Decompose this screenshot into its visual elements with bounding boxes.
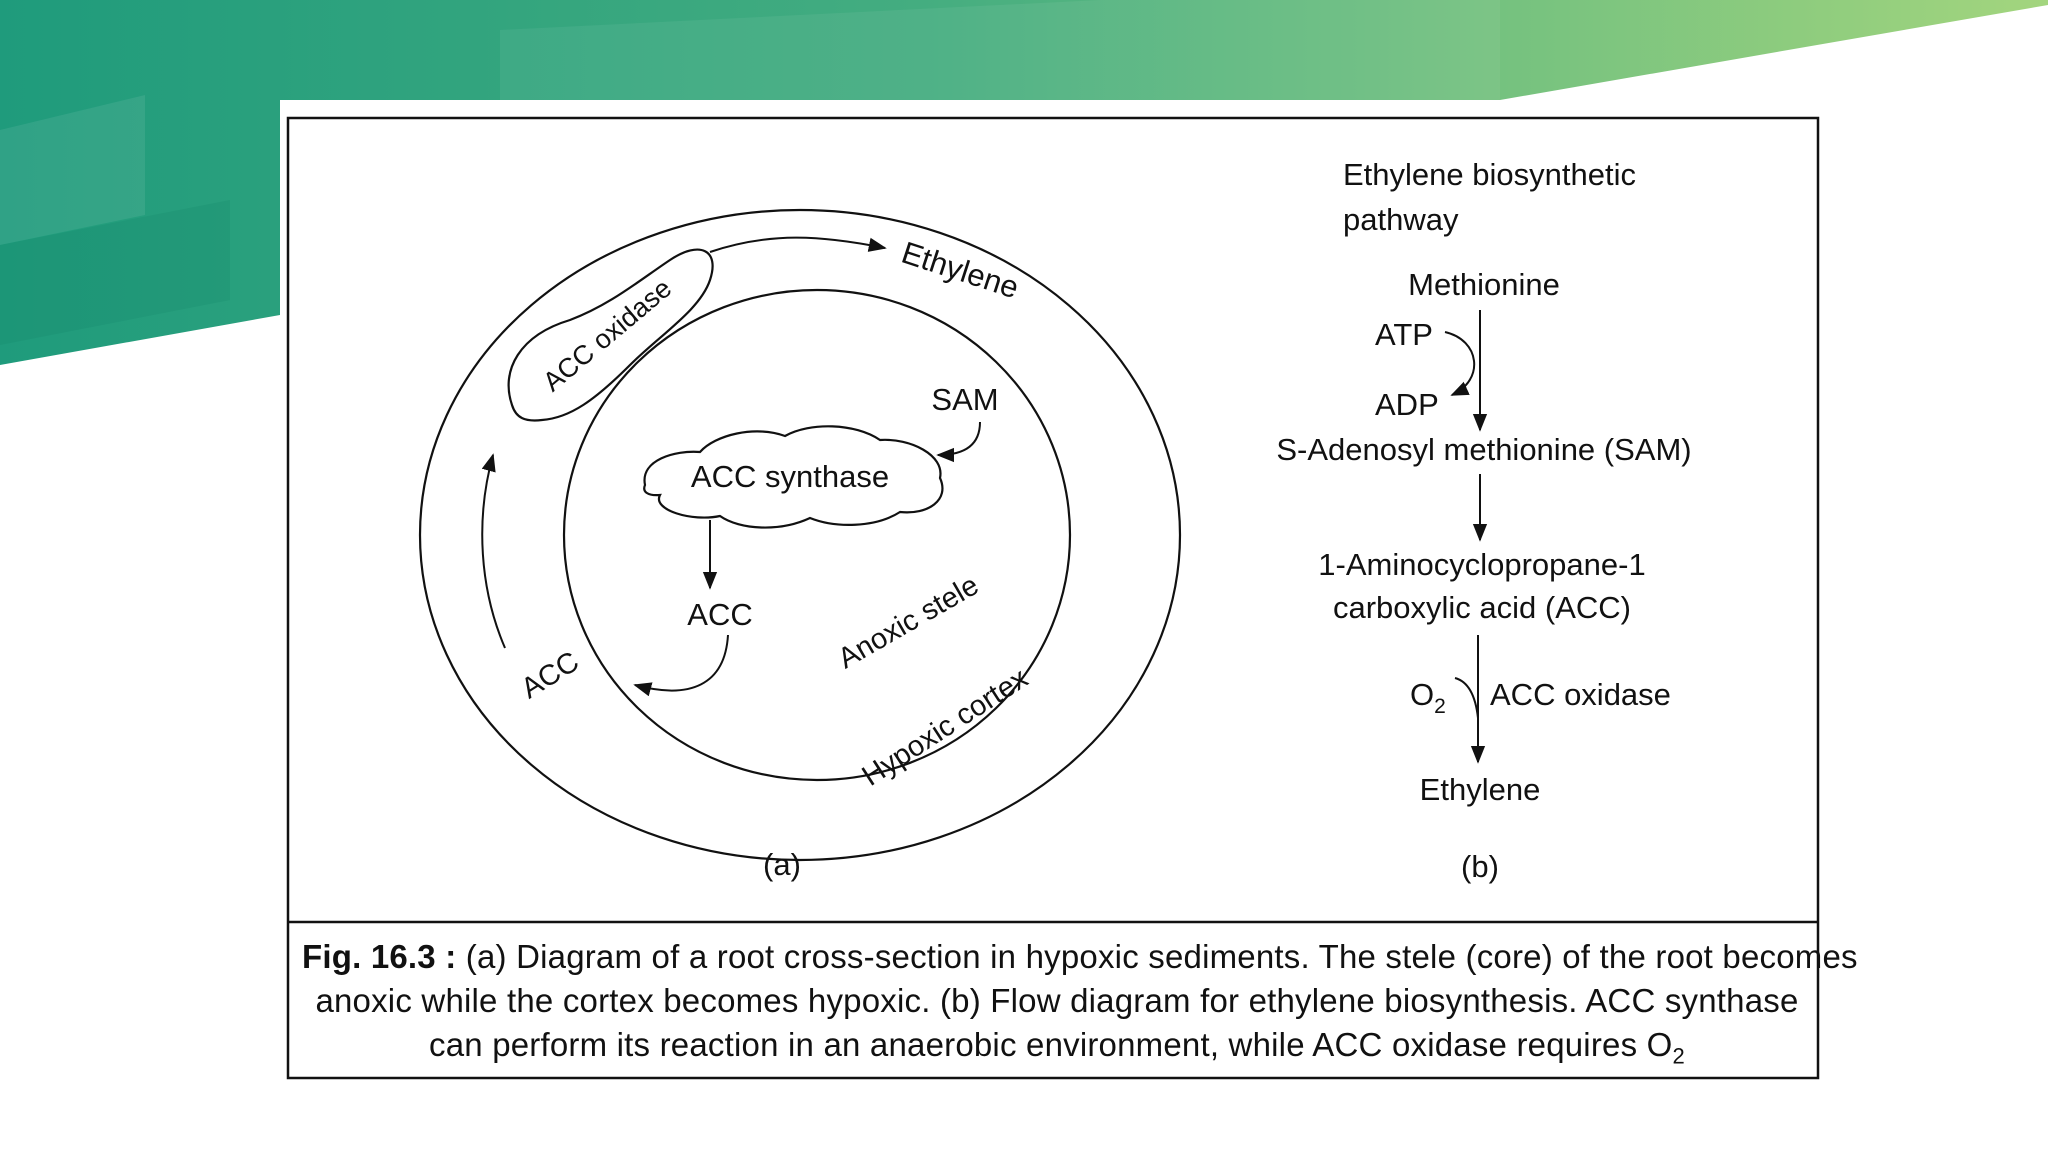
inner-ring-stele — [562, 288, 1072, 782]
arrow-acc-to-cortex — [633, 634, 729, 697]
o2-subscript: 2 — [1434, 695, 1446, 718]
outer-ring-cortex — [418, 208, 1182, 862]
diagram-b: Ethylene biosynthetic pathway Methionine… — [1276, 157, 1691, 884]
diagram-a-label: (a) — [763, 847, 801, 882]
pathway-title-line1: Ethylene biosynthetic — [1343, 157, 1636, 192]
acc-oxidase-blob — [507, 248, 714, 422]
acc-full-line2: carboxylic acid (ACC) — [1333, 590, 1631, 625]
caption-subscript: 2 — [1672, 1043, 1685, 1069]
arrow-sam-to-synthase — [936, 421, 981, 463]
pathway-title-line2: pathway — [1343, 202, 1459, 237]
diagram-b-label: (b) — [1461, 849, 1499, 884]
banner-stripe — [500, 0, 1500, 100]
diagram-a: ACC oxidase Ethylene SAM ACC synthase AC… — [418, 208, 1182, 882]
caption-line-2: anoxic while the cortex becomes hypoxic.… — [315, 982, 1799, 1019]
acc-oxidase-label-b: ACC oxidase — [1490, 677, 1671, 712]
sam-label-a: SAM — [931, 382, 998, 417]
atp-label: ATP — [1375, 317, 1433, 352]
anoxic-stele-label: Anoxic stele — [833, 569, 984, 675]
caption-line-3: can perform its reaction in an anaerobic… — [302, 1023, 1812, 1079]
o2-label: O2 — [1410, 677, 1446, 718]
acc-synthase-label: ACC synthase — [691, 459, 889, 494]
adp-label: ADP — [1375, 387, 1439, 422]
acc-inner-label: ACC — [687, 597, 752, 632]
o2-curve — [1454, 677, 1479, 719]
caption-text-3: can perform its reaction in an anaerobic… — [429, 1026, 1673, 1063]
acc-full-line1: 1-Aminocyclopropane-1 — [1318, 547, 1645, 582]
acc-synthase-blob — [643, 425, 944, 529]
ethylene-label-a: Ethylene — [897, 235, 1023, 306]
acc-outer-label: ACC — [516, 646, 585, 706]
figure-caption: Fig. 16.3 : (a) Diagram of a root cross-… — [302, 935, 1858, 1075]
figure-panel: ACC oxidase Ethylene SAM ACC synthase AC… — [280, 100, 1858, 1085]
hypoxic-cortex-label: Hypoxic cortex — [857, 662, 1034, 793]
arrow-to-ethylene — [709, 236, 887, 253]
methionine-label: Methionine — [1408, 267, 1560, 302]
arrow-acc-to-oxidase — [481, 453, 506, 649]
figure-frame — [286, 116, 1820, 1080]
caption-line-1: Fig. 16.3 : (a) Diagram of a root cross-… — [302, 935, 1858, 979]
figure-svg: ACC oxidase Ethylene SAM ACC synthase AC… — [286, 116, 1820, 1080]
atp-adp-curve — [1444, 331, 1476, 396]
sam-label-b: S-Adenosyl methionine (SAM) — [1276, 432, 1691, 467]
caption-text-1: (a) Diagram of a root cross-section in h… — [456, 938, 1858, 975]
banner-stripe — [0, 95, 145, 245]
figure-number: Fig. 16.3 : — [302, 938, 457, 975]
banner-stripe — [0, 200, 230, 345]
ethylene-label-b: Ethylene — [1420, 772, 1541, 807]
